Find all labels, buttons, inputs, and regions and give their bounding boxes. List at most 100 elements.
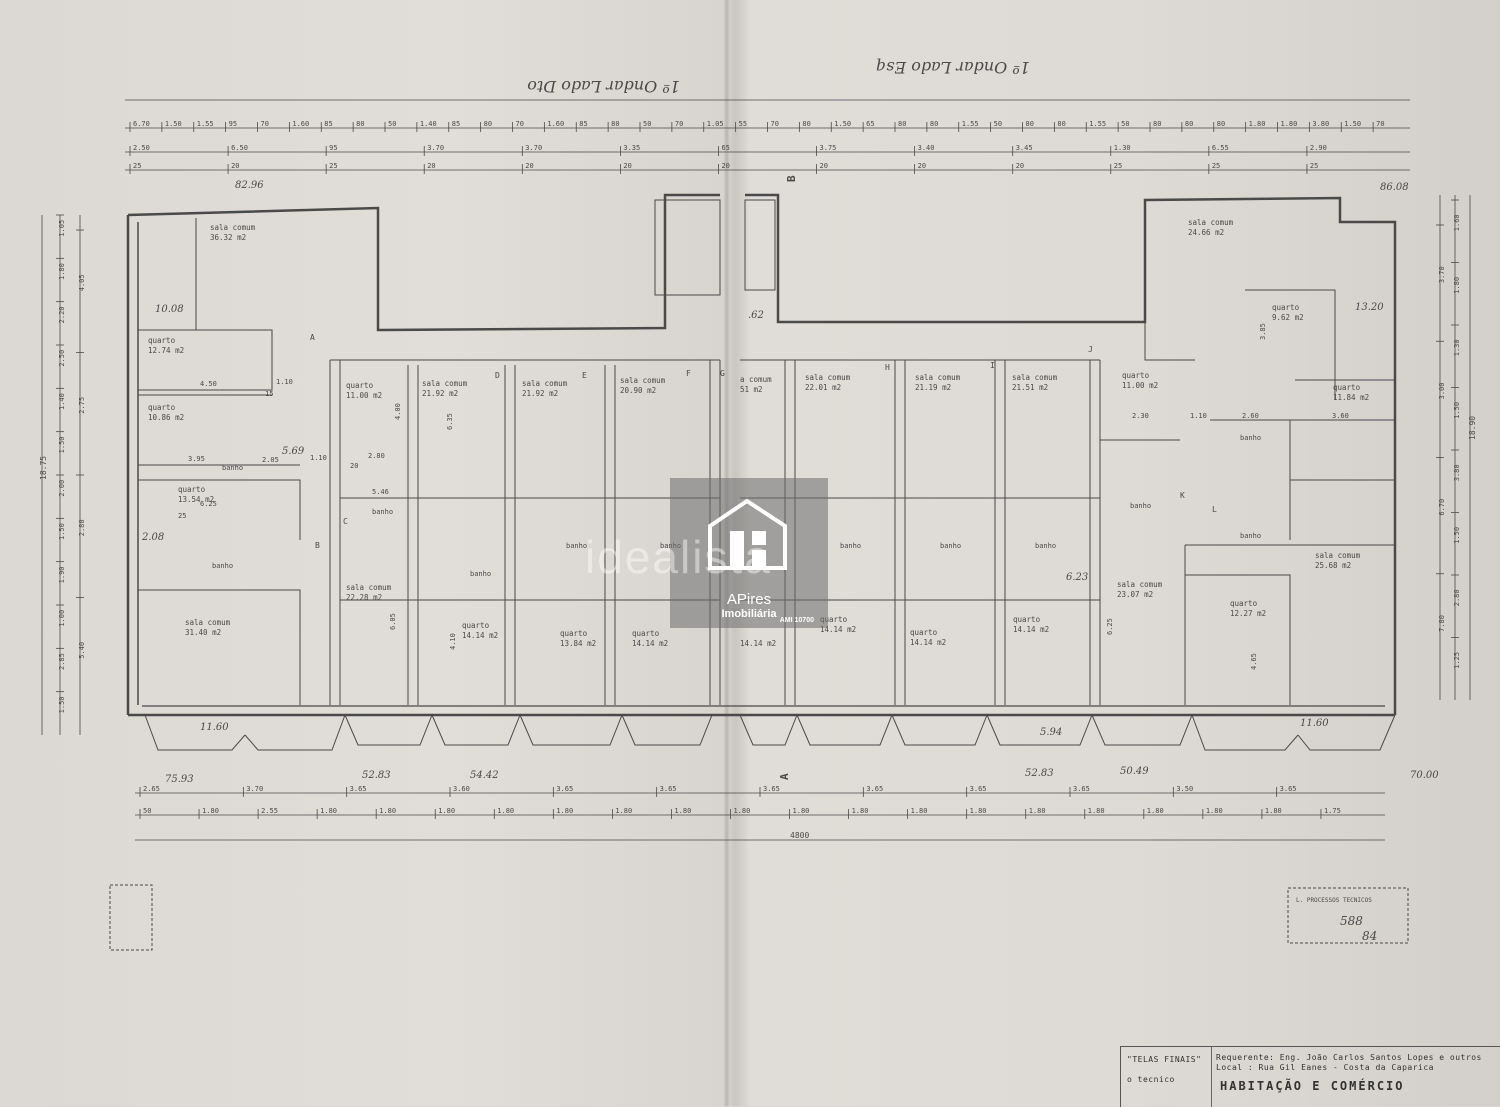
stamp-number: 588 (1340, 914, 1363, 928)
interior-dim: 4.50 (200, 380, 217, 388)
room-area-r6: 11.00 m2 (346, 391, 382, 400)
mid-horizontal (330, 359, 1100, 601)
dim-top1-label: 80 (1153, 120, 1161, 128)
dim-bot2-label: 1.75 (1324, 807, 1341, 815)
room-area-r15: 14.14 m2 (740, 639, 776, 648)
room-name-r18: sala comum (915, 373, 961, 382)
dim-top1-label: 70 (771, 120, 779, 128)
dim-left-label: 1.90 (58, 566, 66, 583)
dim-top3-label: 20 (525, 162, 533, 170)
dim-top1-label: 1.55 (962, 120, 979, 128)
dim-right-label: 1.60 (1453, 214, 1461, 231)
interior-dim: 2.80 (368, 452, 385, 460)
interior-dim: 6.25 (200, 500, 217, 508)
door-label-F: F (686, 369, 691, 378)
dim-bot1-label: 3.65 (556, 785, 573, 793)
dim-total-width: 4800 (790, 831, 809, 840)
room-area-r8: 21.92 m2 (422, 389, 458, 398)
room-area-r25: 9.62 m2 (1272, 313, 1304, 322)
dim-top1-label: 70 (261, 120, 269, 128)
bath-label: banho (1240, 532, 1261, 540)
interior-dim: 20 (350, 462, 358, 470)
interior-dim: 3.60 (1332, 412, 1349, 420)
room-area-r19: 14.14 m2 (910, 638, 946, 647)
dim-bot2-label: 1.80 (497, 807, 514, 815)
level-70-label: 70.00 (1410, 770, 1439, 781)
room-name-r13: quarto (632, 629, 660, 638)
dim-bot2-label: 1.80 (733, 807, 750, 815)
door-label-I: I (990, 361, 995, 370)
room-name-r9: quarto (462, 621, 490, 630)
dim-bot1-label: 3.65 (866, 785, 883, 793)
dim-top1-label: 1.50 (165, 120, 182, 128)
door-label-L: L (1212, 505, 1217, 514)
room-name-r12: sala comum (620, 376, 666, 385)
dim-line-right (1439, 195, 1471, 700)
interior-dim: 3.85 (1259, 323, 1267, 340)
dim-top3-label: 20 (427, 162, 435, 170)
requerente-text: Requerente: Eng. João Carlos Santos Lope… (1216, 1053, 1482, 1062)
bath-label: banho (470, 570, 491, 578)
dim-top3-label: 20 (1016, 162, 1024, 170)
dim-left-label: 1.00 (58, 610, 66, 627)
handwritten-top-left: 1º Ondar Lado Dto (527, 77, 680, 96)
room-area-r10: 21.92 m2 (522, 389, 558, 398)
dim-bot2-label: 2.55 (261, 807, 278, 815)
level-75-label: 75.93 (165, 774, 194, 785)
level-54-label: 54.42 (470, 770, 499, 781)
interior-dim: 1.10 (1190, 412, 1207, 420)
section-b-label: B (785, 175, 798, 182)
level-52a-label: 52.83 (362, 770, 391, 781)
dim-top1-label: 80 (1185, 120, 1193, 128)
dim-top1-label: 50 (1121, 120, 1129, 128)
dim-top3-label: 20 (231, 162, 239, 170)
stamp-right (1287, 887, 1409, 944)
dim-right2-label: 3.70 (1438, 266, 1446, 283)
dim-top1-label: 80 (1217, 120, 1225, 128)
dim-right-label: 1.80 (1453, 277, 1461, 294)
room-area-r2: 12.74 m2 (148, 346, 184, 355)
level-86-label: 86.08 (1380, 182, 1409, 193)
dim-top1-label: 80 (898, 120, 906, 128)
dim-top3-label: 20 (721, 162, 729, 170)
watermark-brand: APires (726, 591, 772, 608)
level-208-label: 2.08 (141, 532, 164, 543)
room-area-r26: 11.84 m2 (1333, 393, 1369, 402)
dim-top1-label: 85 (324, 120, 332, 128)
dim-bot2-label: 1.80 (1147, 807, 1164, 815)
dim-top1-label: 70 (1376, 120, 1384, 128)
dim-top3-label: 20 (918, 162, 926, 170)
door-label-K: K (1180, 491, 1185, 500)
dim-left-label: 1.40 (58, 393, 66, 410)
door-label-B: B (315, 541, 320, 550)
interior-dim: 4.00 (394, 403, 402, 420)
tecnico-label: o tecnico (1127, 1075, 1175, 1084)
dim-top3-label: 20 (820, 162, 828, 170)
room-area-r7: 22.28 m2 (346, 593, 382, 602)
dim-top1-label: 80 (611, 120, 619, 128)
title-block: "TELAS FINAIS" o tecnico Requerente: Eng… (1120, 1046, 1500, 1107)
room-name-r7: sala comum (346, 583, 392, 592)
dim-left-label: 2.20 (58, 306, 66, 323)
dim-bot1-label: 3.70 (246, 785, 263, 793)
level-569-label: 5.69 (282, 446, 305, 457)
bath-label: banho (212, 562, 233, 570)
door-label-J: J (1088, 345, 1093, 354)
dim-bot2-label: 1.80 (1206, 807, 1223, 815)
dim-top1-label: 50 (994, 120, 1002, 128)
room-area-r3: 10.86 m2 (148, 413, 184, 422)
dim-top1-label: 70 (516, 120, 524, 128)
interior-dim: 6.05 (389, 613, 397, 630)
room-name-r23: sala comum (1117, 580, 1163, 589)
bath-label: banho (372, 508, 393, 516)
dim-bot2-label: 1.80 (793, 807, 810, 815)
title-block-left: "TELAS FINAIS" o tecnico (1121, 1047, 1212, 1107)
level-10-label: 10.08 (155, 304, 184, 315)
room-name-r3: quarto (148, 403, 176, 412)
dim-bot2-label: 1.80 (1088, 807, 1105, 815)
room-name-r6: quarto (346, 381, 374, 390)
dim-top1-label: 1.60 (292, 120, 309, 128)
wc-area-label: 5.46 (372, 488, 389, 496)
dim-bot1-label: 2.65 (143, 785, 160, 793)
dim-left-label: 1.50 (58, 696, 66, 713)
